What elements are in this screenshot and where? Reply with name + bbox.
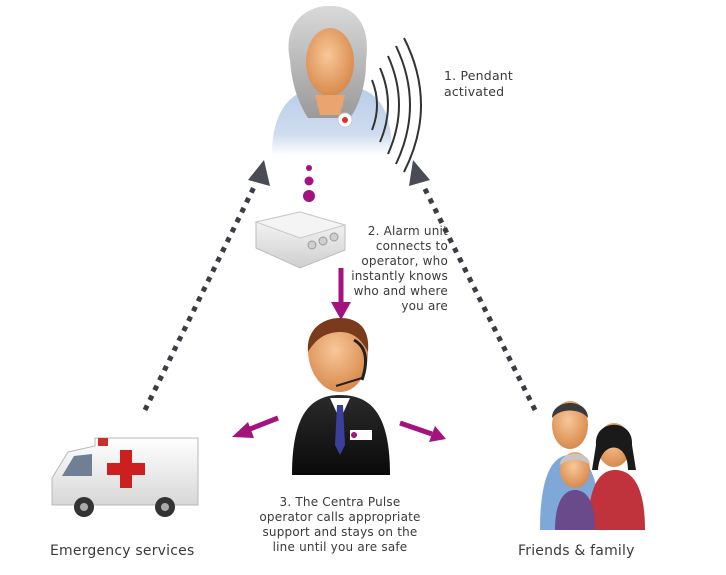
- step-2-label: 2. Alarm unit connects to operator, who …: [338, 224, 448, 314]
- step-3-line: operator calls appropriate: [259, 510, 421, 524]
- friends-family-label: Friends & family: [518, 543, 635, 559]
- step-2-line: operator, who: [361, 254, 448, 268]
- dotted-line-left: [142, 160, 270, 412]
- signal-waves-icon: [371, 37, 422, 173]
- emergency-services-label: Emergency services: [50, 543, 195, 559]
- step-2-line: connects to: [375, 239, 448, 253]
- alarm-unit-icon: [254, 211, 347, 269]
- step-2-line: you are: [401, 299, 448, 313]
- step-2-line: who and where: [353, 284, 448, 298]
- step-3-line: support and stays on the: [262, 525, 418, 539]
- step-1-line: 1. Pendant: [444, 68, 514, 83]
- arrowhead-up-left-icon: [248, 160, 270, 186]
- arrow-down-icon: [331, 268, 351, 320]
- step-3-label: 3. The Centra Pulse operator calls appro…: [240, 495, 440, 555]
- arrowhead-up-right-icon: [409, 160, 430, 186]
- step-3-line: line until you are safe: [272, 540, 408, 554]
- woman-with-pendant-figure: [272, 5, 392, 155]
- signal-dots: [303, 165, 315, 202]
- arrow-right-icon: [399, 420, 446, 442]
- step-3-line: 3. The Centra Pulse: [279, 495, 401, 509]
- operator-figure: [292, 318, 390, 475]
- step-1-line: activated: [444, 84, 505, 99]
- step-2-line: instantly knows: [351, 269, 448, 283]
- step-1-label: 1. Pendant activated: [444, 68, 513, 100]
- ambulance-icon: [51, 437, 199, 517]
- arrow-left-icon: [232, 415, 279, 438]
- family-icon: [540, 401, 645, 530]
- step-2-line: 2. Alarm unit: [367, 224, 448, 238]
- dotted-line-right: [409, 160, 538, 412]
